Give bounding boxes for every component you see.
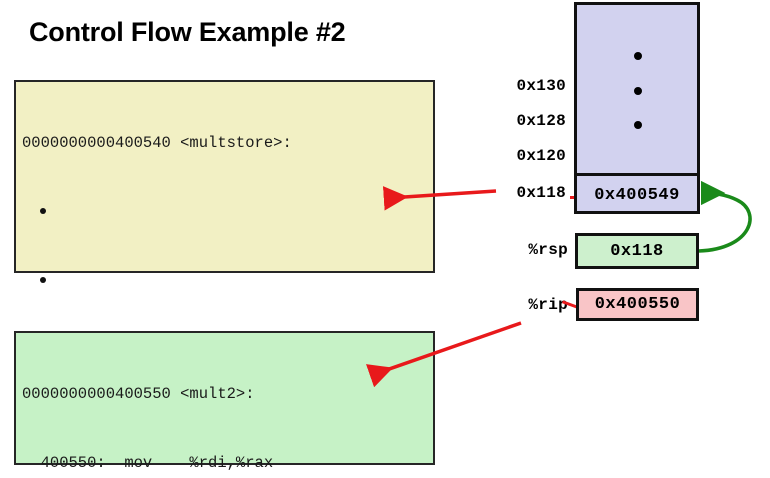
stack-return-address-cell: 0x400549 [594, 185, 680, 205]
mult2-code-box: 0000000000400550 <mult2>: 400550: mov %r… [14, 331, 435, 472]
stack-address-label-0x120: 0x120 [516, 147, 566, 165]
bullet-dot-icon [40, 207, 46, 214]
stack-ellipsis-dot-icon [634, 121, 642, 129]
stack-address-label-0x118: 0x118 [516, 184, 566, 202]
code-bullet [22, 201, 433, 224]
stack-ellipsis-dot-icon [634, 52, 642, 60]
code-line: 0000000000400550 <mult2>: [22, 385, 255, 403]
stack-address-label-0x128: 0x128 [516, 112, 566, 130]
register-label-rip: %rip [528, 296, 568, 314]
stack-diagram: 0x400549 [574, 2, 700, 214]
stack-ellipsis-dot-icon [634, 87, 642, 95]
register-value-rip: 0x400550 [576, 288, 699, 321]
code-bullet [22, 270, 433, 293]
code-line: 400550: mov %rdi,%rax [22, 454, 274, 472]
stack-upper-region [577, 5, 697, 176]
stack-address-label-0x130: 0x130 [516, 77, 566, 95]
register-label-rsp: %rsp [528, 241, 568, 259]
register-value-rsp: 0x118 [575, 233, 699, 269]
page-title: Control Flow Example #2 [29, 17, 346, 47]
code-line: 0000000000400540 <multstore>: [22, 134, 292, 152]
bullet-dot-icon [40, 276, 46, 283]
multstore-code-box: 0000000000400540 <multstore>: 400544: ca… [14, 80, 435, 428]
arrow-rsp-to-stack [698, 180, 752, 253]
